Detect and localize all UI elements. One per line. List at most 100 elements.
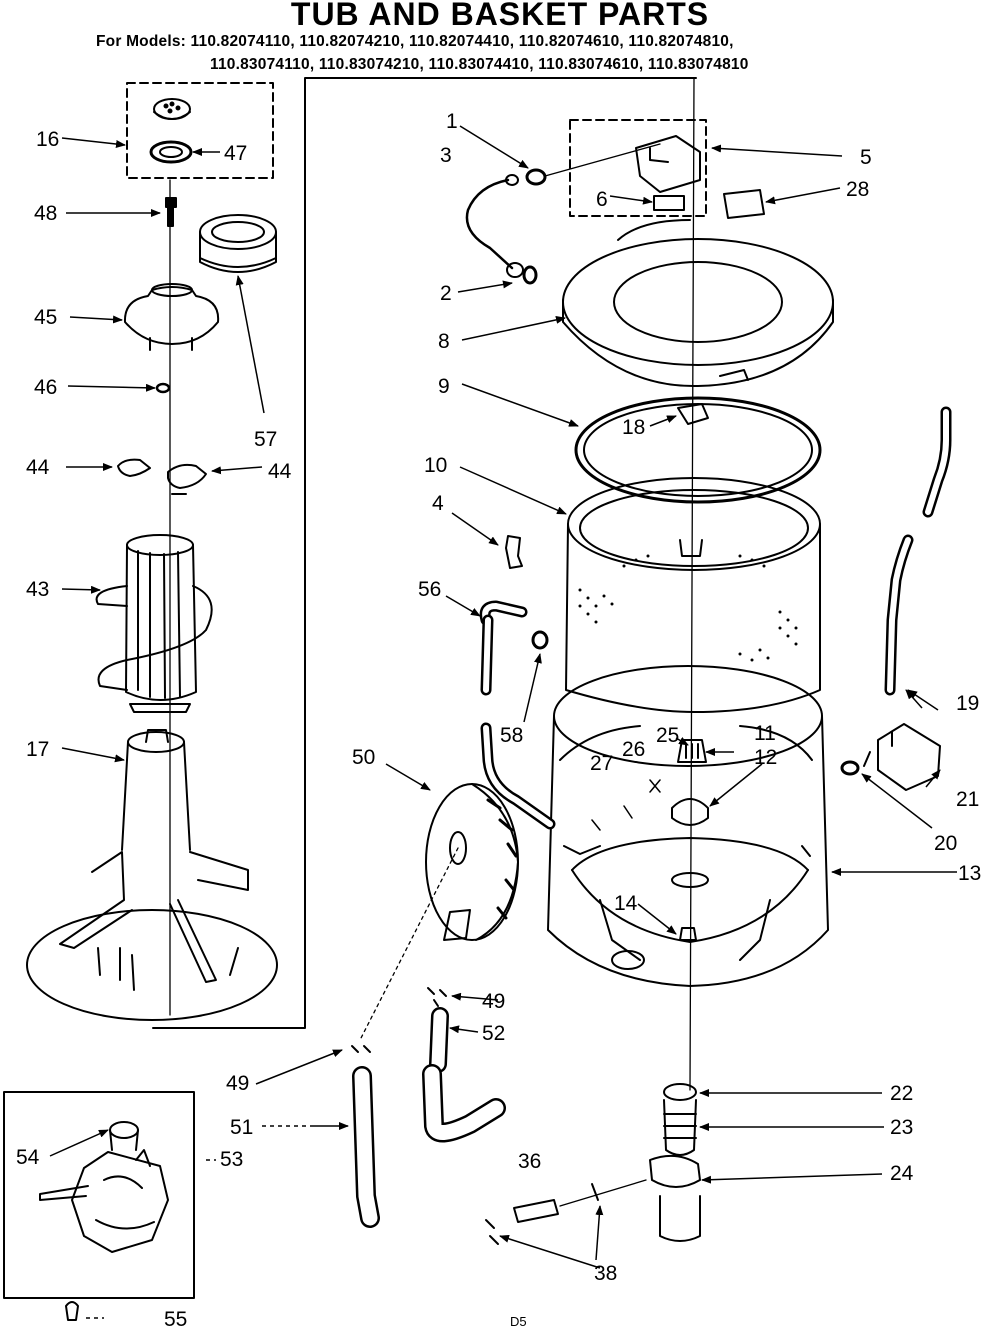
fill-hose-part — [884, 406, 952, 696]
agitator-cam-part — [123, 283, 220, 351]
label-part-11: 11 — [754, 722, 776, 745]
fill-hose-inner — [887, 409, 949, 693]
valve-nut-part — [840, 760, 860, 776]
label-part-36: 36 — [518, 1150, 541, 1173]
label-part-47: 47 — [224, 142, 247, 165]
pump-filter-part — [425, 783, 519, 941]
label-part-51: 51 — [230, 1116, 253, 1139]
label-part-52: 52 — [482, 1022, 505, 1045]
agitator-bolt-part — [165, 197, 177, 227]
label-part-28: 28 — [846, 178, 869, 201]
hose-clamp-49-lower-part — [351, 1045, 371, 1053]
label-part-18: 18 — [622, 416, 645, 439]
model-numbers-line-1: For Models: 110.82074110, 110.82074210, … — [96, 33, 734, 50]
pump-screw-part — [65, 1301, 79, 1321]
drive-tube-part — [659, 1195, 701, 1242]
lower-agitator-part — [26, 729, 278, 1021]
label-part-5: 5 — [860, 146, 872, 169]
drive-spring-part — [663, 1099, 697, 1156]
hose-clamp-lower-part — [506, 262, 538, 285]
label-part-4: 4 — [432, 492, 444, 515]
diagram-title: TUB AND BASKET PARTS — [290, 0, 710, 32]
drain-hose-51-inner — [354, 1068, 378, 1226]
label-part-55: 55 — [164, 1308, 187, 1331]
label-part-43: 43 — [26, 578, 49, 601]
label-part-8: 8 — [438, 330, 450, 353]
retainer-38-part — [591, 1183, 599, 1201]
label-part-19: 19 — [956, 692, 979, 715]
hose-clamp-58-part — [531, 630, 549, 650]
label-part-16: 16 — [36, 128, 59, 151]
upper-agitator-auger-part — [95, 534, 213, 713]
pump-leader-line — [359, 847, 459, 1041]
label-part-49-lower: 49 — [226, 1072, 249, 1095]
hose-elbow-tube-inner — [483, 617, 491, 693]
label-part-22: 22 — [890, 1082, 913, 1105]
tub-clip-part — [505, 535, 523, 569]
pressure-switch-part — [635, 135, 701, 193]
washer-part — [155, 382, 171, 394]
label-part-10: 10 — [424, 454, 447, 477]
dashed-leaders — [86, 1125, 312, 1319]
label-part-1: 1 — [446, 110, 458, 133]
label-part-53: 53 — [220, 1148, 243, 1171]
outer-tub-part — [547, 665, 829, 987]
model-numbers-line-2: 110.83074110, 110.83074210, 110.83074410… — [210, 56, 749, 73]
label-part-3: 3 — [440, 144, 452, 167]
agitator-group-outline — [152, 77, 697, 1029]
switch-clip-part — [653, 195, 685, 211]
lower-hose-inner — [483, 725, 553, 827]
agitator-dog-left-part — [117, 458, 151, 477]
label-part-27: 27 — [590, 752, 613, 775]
hose-clamp-49-upper-part — [427, 987, 447, 1007]
label-part-23: 23 — [890, 1116, 913, 1139]
shaft-seal-part — [677, 739, 707, 763]
label-part-44-left: 44 — [26, 456, 50, 479]
label-part-44-right: 44 — [268, 460, 292, 483]
hose-end-upper — [505, 174, 519, 186]
retainer-38-clip-part — [485, 1219, 499, 1245]
bearing-part — [671, 798, 709, 826]
label-part-21: 21 — [956, 788, 979, 811]
group-box-pump — [3, 1091, 195, 1299]
label-part-56: 56 — [418, 578, 441, 601]
label-part-38: 38 — [594, 1262, 617, 1285]
label-part-25: 25 — [656, 724, 679, 747]
group-box-switch — [569, 119, 707, 217]
hose-clamp-upper-part — [525, 168, 547, 186]
drain-hose-elbow-inner — [424, 1066, 504, 1140]
label-part-9: 9 — [438, 375, 450, 398]
label-part-17: 17 — [26, 738, 49, 761]
tub-ring-part — [562, 219, 834, 388]
footer-code: D5 — [510, 1314, 527, 1329]
label-part-45: 45 — [34, 306, 57, 329]
cap-assembly-part — [199, 214, 277, 273]
spanner-nut-part — [677, 403, 709, 425]
label-part-48: 48 — [34, 202, 57, 225]
label-part-58: 58 — [500, 724, 523, 747]
label-part-50: 50 — [352, 746, 375, 769]
label-part-2: 2 — [440, 282, 452, 305]
water-valve-part — [863, 723, 941, 791]
drain-pump-part — [39, 1121, 169, 1253]
group-box-agitator-cap — [126, 82, 274, 179]
label-part-57: 57 — [254, 428, 277, 451]
pressure-hose-part — [465, 178, 514, 270]
pin-part — [513, 1199, 559, 1223]
tub-screws-part — [591, 779, 661, 831]
label-part-6: 6 — [596, 188, 608, 211]
seal-ring-part — [149, 140, 193, 164]
basket-perforations — [578, 554, 798, 662]
switch-leader-line — [544, 143, 661, 177]
drive-hub-part — [649, 1154, 701, 1188]
agitator-dog-right-part — [167, 463, 207, 495]
agitator-cap-part — [153, 98, 191, 120]
label-part-20: 20 — [934, 832, 957, 855]
drive-bearing-part — [663, 1083, 697, 1101]
label-part-12: 12 — [754, 746, 777, 769]
label-part-13: 13 — [958, 862, 981, 885]
tub-axis-line — [689, 77, 695, 1091]
part-number-labels: 1 2 3 4 5 6 8 9 10 11 12 13 14 16 17 18 … — [16, 110, 981, 1331]
